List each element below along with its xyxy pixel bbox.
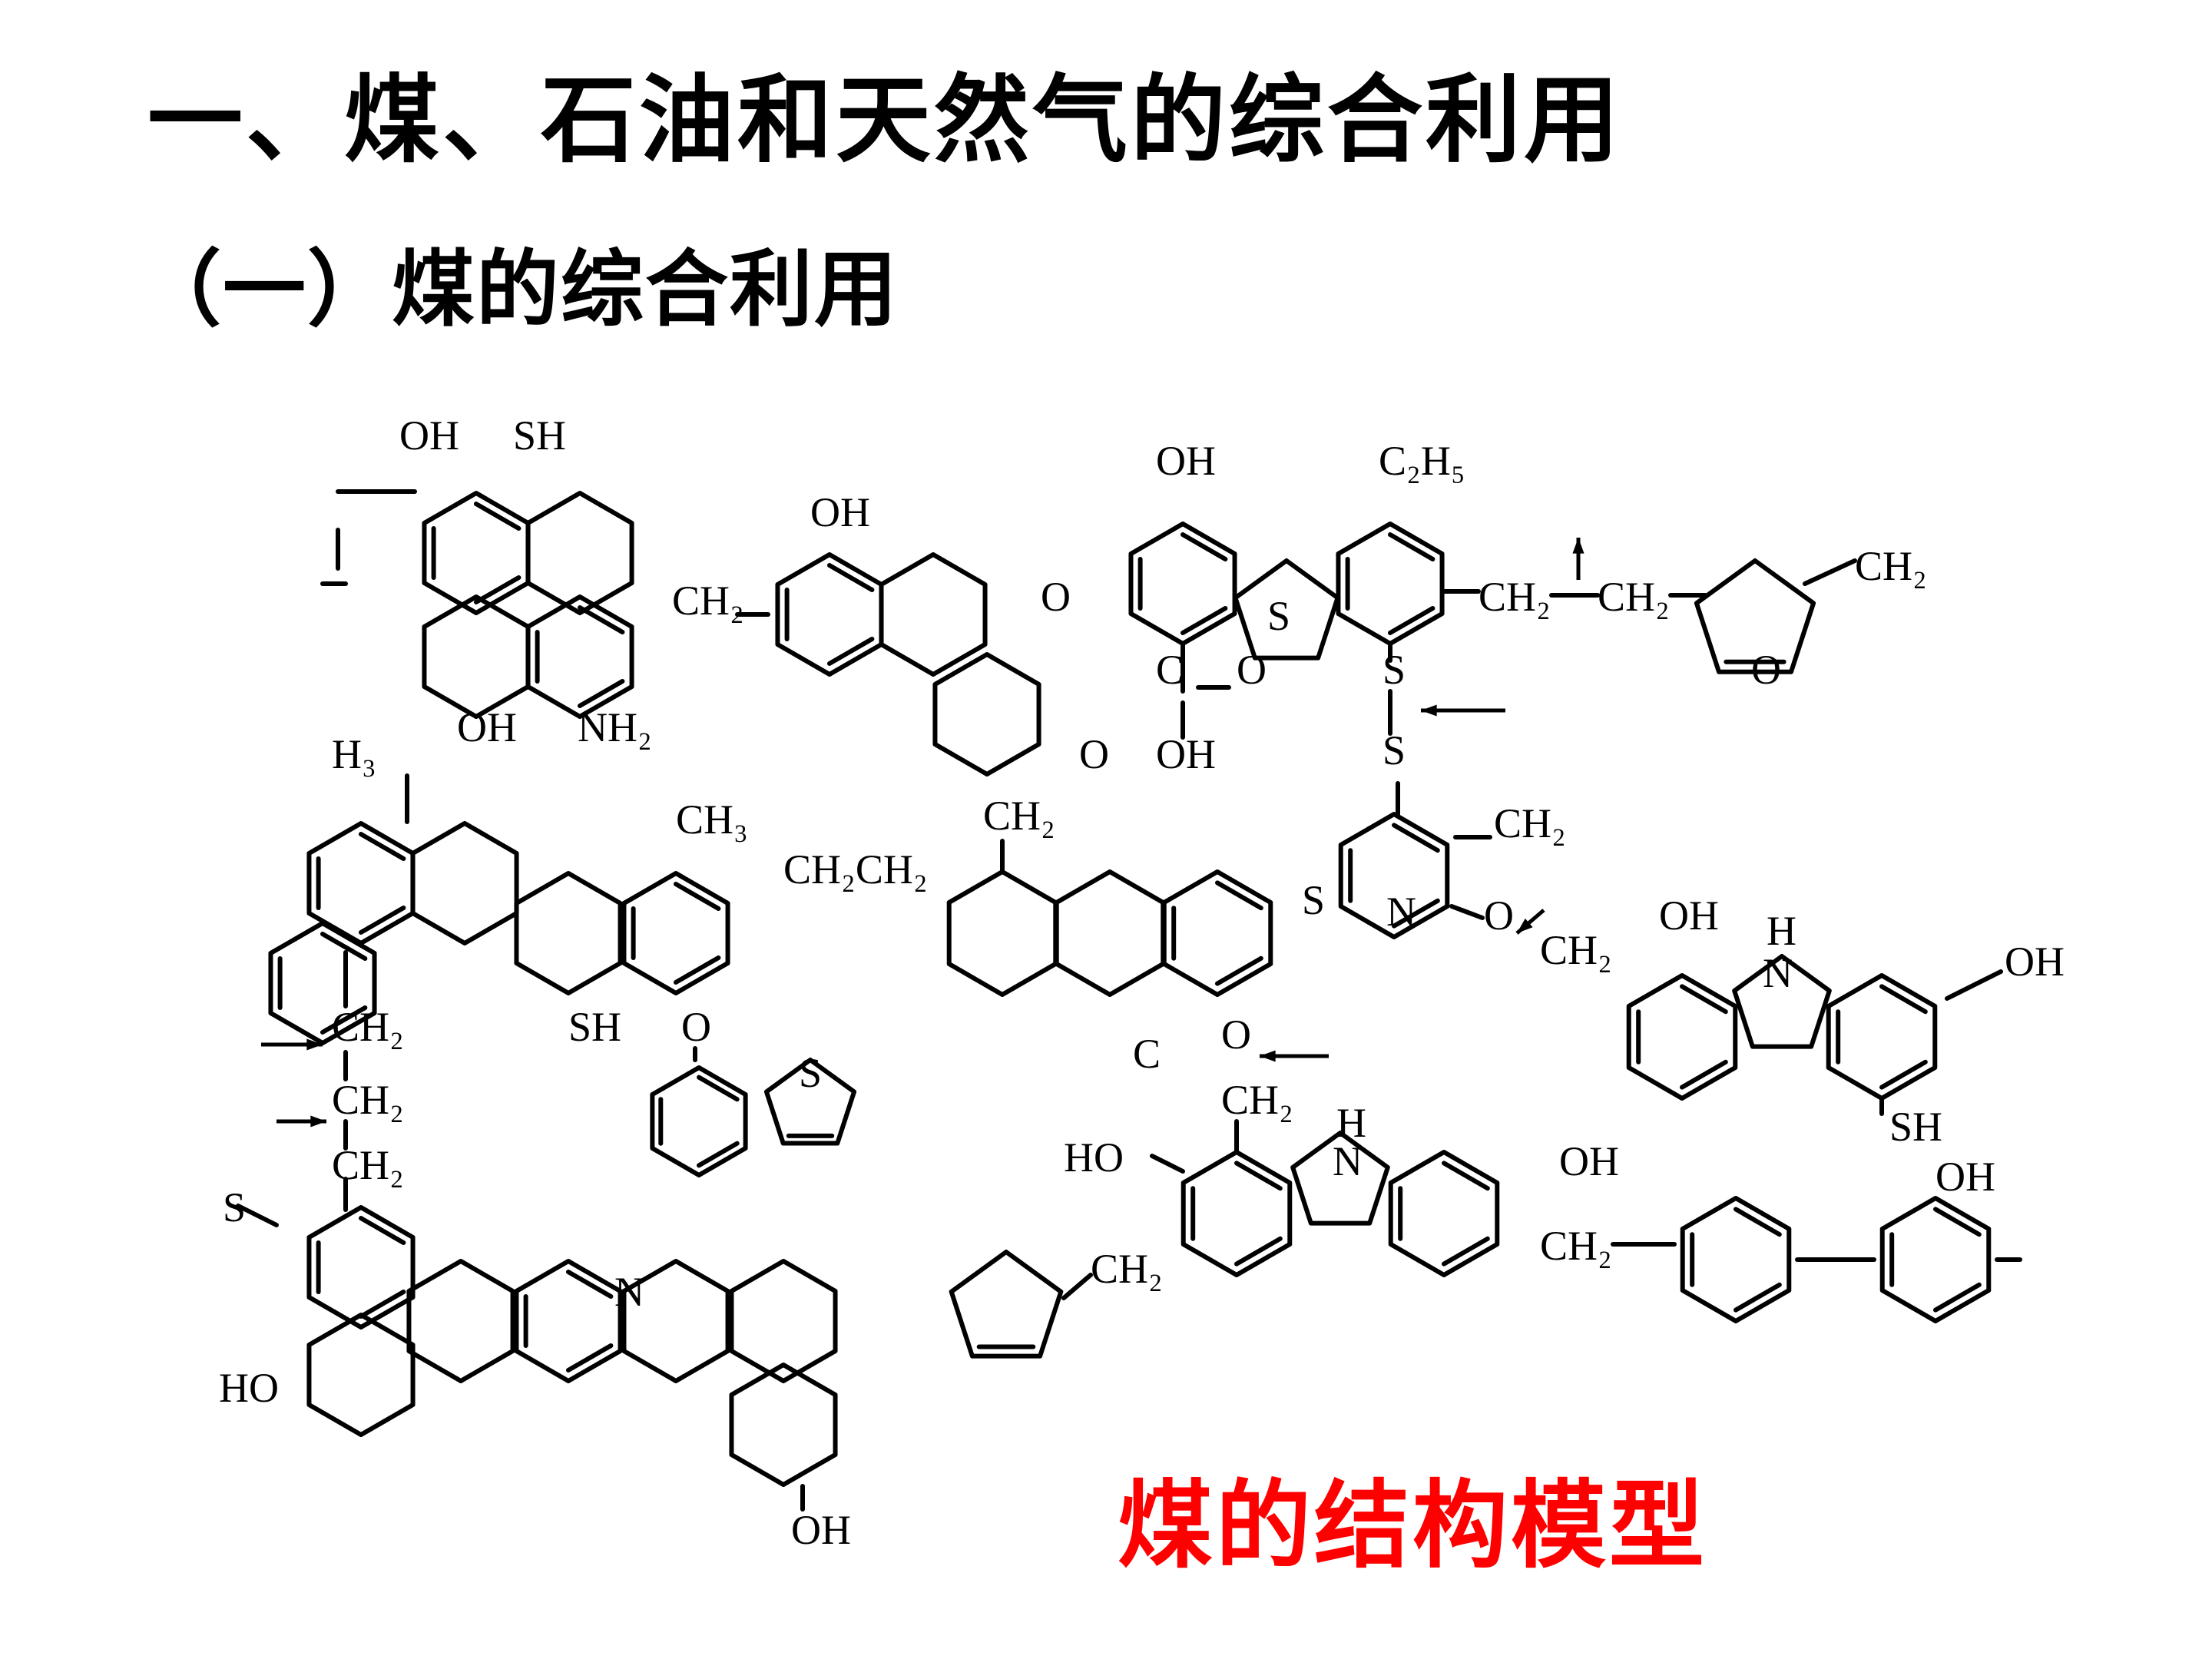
slide-title: 一、煤、石油和天然气的综合利用 xyxy=(147,65,1623,176)
atom-label: CH₂ xyxy=(1479,574,1551,620)
atom-label: S xyxy=(1302,877,1325,923)
atom-label: CH₂ xyxy=(672,578,744,624)
atom-label: O xyxy=(1484,892,1514,939)
atom-label: H xyxy=(1767,908,1796,954)
atom-label: OH xyxy=(399,412,459,459)
atom-label: N xyxy=(1386,889,1416,935)
structure-caption: 煤的结构模型 xyxy=(1118,1470,1708,1581)
atom-label: OH xyxy=(1559,1138,1619,1184)
atom-label: CH₂ xyxy=(1221,1077,1293,1123)
atom-label: HO xyxy=(1064,1134,1124,1181)
atom-label: O xyxy=(1751,647,1781,693)
atom-label: N xyxy=(1763,950,1793,996)
atom-label: C xyxy=(1133,1031,1161,1077)
atom-label: O xyxy=(1221,1012,1251,1058)
atom-label: CH₂ xyxy=(1855,543,1927,589)
atom-label: H₃ xyxy=(332,731,376,777)
atom-label: O xyxy=(1237,647,1267,693)
atom-label: CH₂ xyxy=(1494,800,1566,846)
atom-label: N xyxy=(614,1269,644,1315)
atom-label: C xyxy=(1156,647,1184,693)
atom-label: CH₂ xyxy=(332,1077,404,1123)
atom-label: NH₂ xyxy=(578,704,652,750)
atom-label: CH₂CH₂ xyxy=(783,846,928,892)
atom-label: S xyxy=(223,1184,246,1230)
atom-label: H xyxy=(1336,1100,1366,1146)
atom-label: CH₂ xyxy=(332,1142,404,1188)
atom-label: S xyxy=(1267,593,1290,639)
atom-label: C₂H₅ xyxy=(1379,438,1465,484)
atom-label: O xyxy=(1079,731,1109,777)
atom-label: SH xyxy=(568,1004,621,1050)
atom-label: OH xyxy=(810,489,870,535)
atom-label: CH₂ xyxy=(1540,1223,1612,1269)
bond-lines xyxy=(236,489,2022,1512)
atom-label: CH₂ xyxy=(1091,1246,1163,1292)
atom-label: O xyxy=(1041,574,1071,620)
atom-label: O xyxy=(681,1004,711,1050)
atom-label: OH xyxy=(1156,731,1216,777)
atom-labels: OH SH CH₂ OH NH₂ OH O OH C₂H₅ S CH₂ CH₂ … xyxy=(219,412,2065,1553)
atom-label: CH₂ xyxy=(983,793,1055,839)
slide-subtitle: （一）煤的综合利用 xyxy=(138,241,899,338)
atom-label: S xyxy=(1382,647,1406,693)
atom-label: OH xyxy=(457,704,517,750)
atom-label: SH xyxy=(513,412,566,459)
atom-label: CH₂ xyxy=(332,1004,404,1050)
atom-label: S xyxy=(1382,727,1406,773)
atom-label: HO xyxy=(219,1365,279,1411)
atom-label: OH xyxy=(791,1507,851,1553)
atom-label: N xyxy=(1333,1138,1363,1184)
atom-label: OH xyxy=(1156,438,1216,484)
atom-label: OH xyxy=(1936,1154,1995,1200)
atom-label: OH xyxy=(2005,939,2065,985)
atom-label: CH₂ xyxy=(1598,574,1670,620)
atom-label: CH₃ xyxy=(676,796,748,843)
atom-label: CH₂ xyxy=(1540,927,1612,973)
atom-label: OH xyxy=(1659,892,1719,939)
atom-label: SH xyxy=(1889,1104,1942,1150)
atom-label: S xyxy=(799,1050,822,1096)
